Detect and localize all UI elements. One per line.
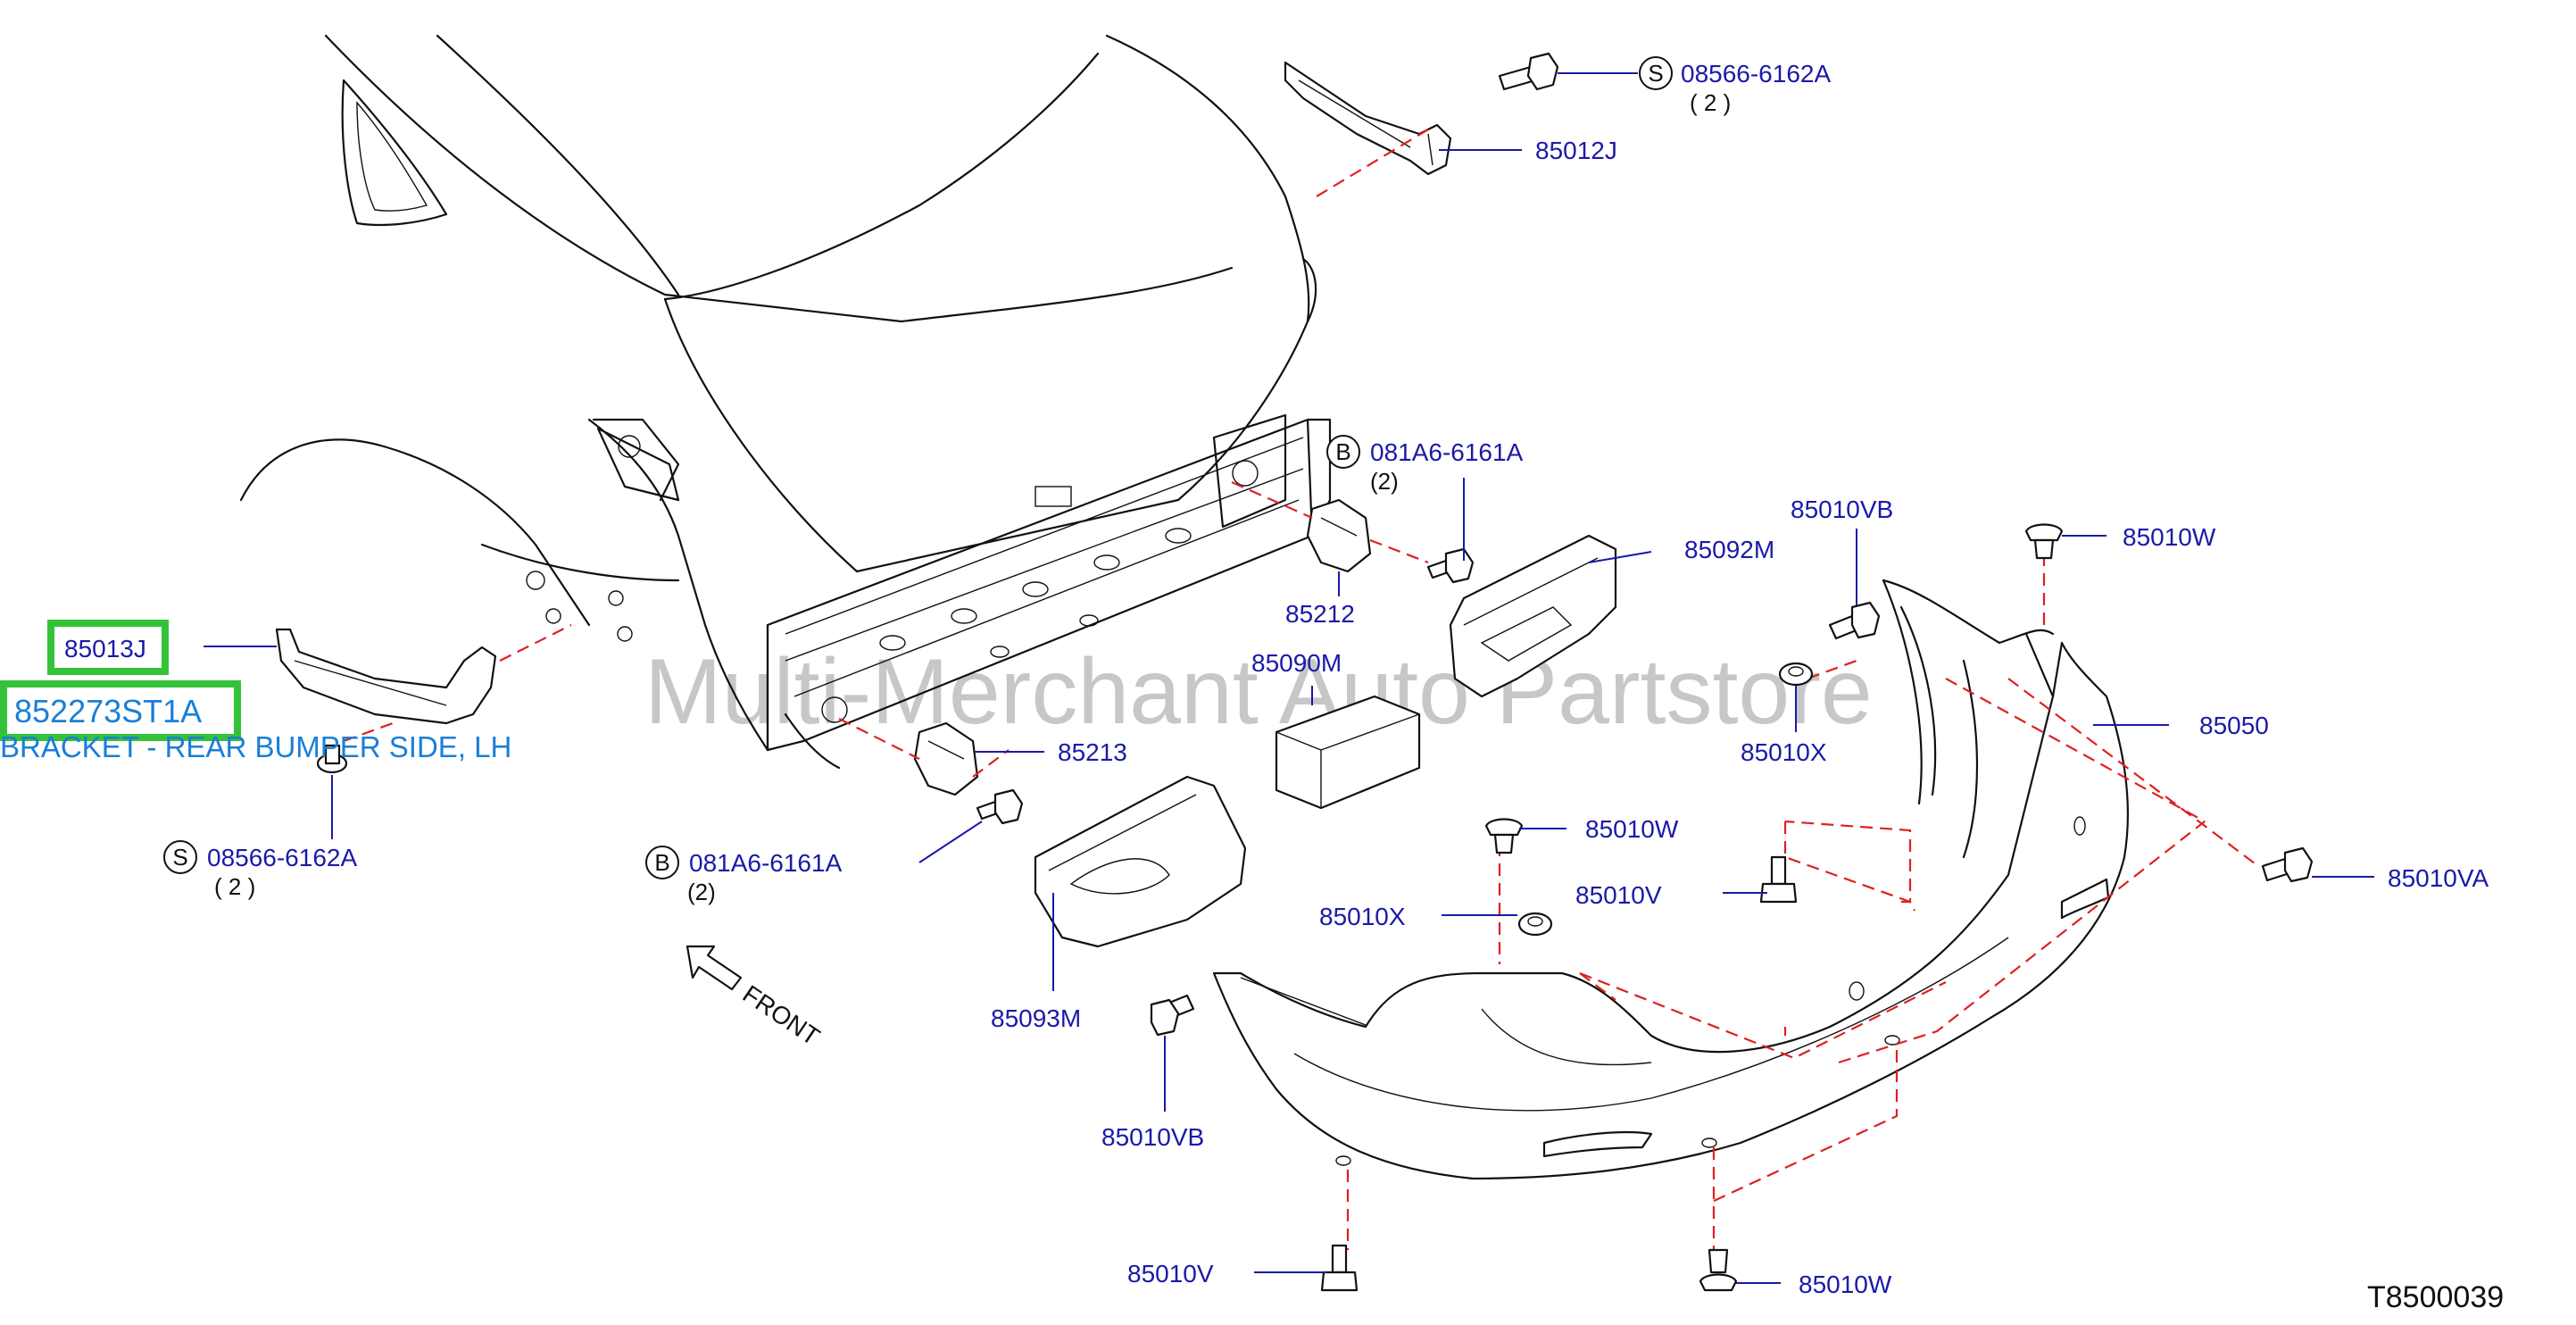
diagram-code: T8500039	[2367, 1280, 2504, 1314]
ref-number-box	[47, 620, 169, 675]
label-85010W-mid[interactable]: 85010W	[1585, 815, 1679, 843]
label-85010W-bottom[interactable]: 85010W	[1799, 1271, 1892, 1298]
bracket-85012J[interactable]	[1284, 61, 1452, 176]
quantity-label: (2)	[1370, 468, 1399, 495]
svg-text:S: S	[1648, 60, 1663, 87]
watermark: Multi-Merchant Auto Partstore	[644, 640, 1873, 744]
label-85010VA[interactable]: 85010VA	[2388, 864, 2489, 892]
clip-85010W-mid[interactable]	[1484, 818, 1524, 854]
clip-85010X-top[interactable]	[1778, 662, 1814, 687]
clip-85010W-bottom[interactable]	[1699, 1248, 1738, 1292]
absorber-85093M[interactable]	[1034, 775, 1247, 948]
bolt-081A6-6161A-top[interactable]	[1426, 547, 1475, 584]
callout-08566-6162A-left[interactable]: S 08566-6162A ( 2 )	[163, 840, 357, 900]
callout-081A6-6161A-top[interactable]: B 081A6-6161A (2)	[1326, 435, 1524, 495]
callout-081A6-6161A-bottom[interactable]: B 081A6-6161A (2)	[645, 846, 843, 905]
bolt-85010VA[interactable]	[2261, 846, 2314, 883]
bolt-85010V-bottom[interactable]	[1320, 1244, 1359, 1292]
label-85010VB-bottom[interactable]: 85010VB	[1101, 1123, 1204, 1151]
leader-lines	[204, 72, 2374, 1284]
label-85010V-bottom[interactable]: 85010V	[1127, 1260, 1214, 1288]
bracket-85212[interactable]	[1306, 498, 1372, 573]
part-number-label[interactable]: 08566-6162A	[1681, 60, 1831, 88]
callout-08566-6162A-top[interactable]: S 08566-6162A ( 2 )	[1639, 56, 1831, 116]
clip-85010W-top[interactable]	[2024, 523, 2064, 560]
svg-text:S: S	[172, 844, 187, 871]
label-85010VB-top[interactable]: 85010VB	[1791, 496, 1893, 523]
bolt-08566-6162A-top[interactable]	[1498, 52, 1559, 91]
label-85010W-top[interactable]: 85010W	[2123, 523, 2216, 551]
label-85010X-top[interactable]: 85010X	[1741, 738, 1827, 766]
label-85050[interactable]: 85050	[2199, 712, 2269, 739]
quantity-label: ( 2 )	[1690, 89, 1731, 116]
quantity-label: ( 2 )	[214, 873, 255, 900]
bracket-85213[interactable]	[913, 721, 979, 796]
label-85010V-mid[interactable]: 85010V	[1575, 881, 1662, 909]
highlighted-part[interactable]: 85013J 852273ST1A BRACKET - REAR BUMPER …	[0, 620, 511, 763]
bolt-08566-6162A-left[interactable]	[316, 744, 348, 774]
bolt-081A6-6161A-bottom[interactable]	[976, 788, 1024, 825]
bolt-85010V-mid[interactable]	[1759, 855, 1798, 904]
front-label: FRONT	[738, 979, 825, 1051]
absorber-85090M[interactable]	[1275, 695, 1421, 810]
clip-85010X-mid[interactable]	[1517, 912, 1553, 937]
bolt-85010VB-top[interactable]	[1828, 601, 1881, 640]
label-85212[interactable]: 85212	[1285, 600, 1355, 628]
label-85010X-mid[interactable]: 85010X	[1319, 903, 1406, 930]
part-number-label[interactable]: 081A6-6161A	[1370, 438, 1524, 466]
quantity-label: (2)	[687, 879, 716, 905]
bumper-fascia-85050[interactable]	[1212, 579, 2130, 1180]
highlighted-part-number[interactable]: 852273ST1A	[14, 693, 202, 729]
label-85213[interactable]: 85213	[1058, 738, 1127, 766]
ref-number-label[interactable]: 85013J	[64, 635, 146, 662]
car-body-outline	[239, 34, 1332, 770]
bracket-85013J[interactable]	[275, 628, 497, 725]
part-description: BRACKET - REAR BUMPER SIDE, LH	[0, 730, 511, 763]
part-labels: 85012J 85092M 85212 85090M 85213 85093M …	[991, 137, 2489, 1298]
label-85090M[interactable]: 85090M	[1251, 649, 1342, 677]
label-85093M[interactable]: 85093M	[991, 1004, 1081, 1032]
front-arrow: FRONT	[686, 945, 825, 1051]
svg-text:B: B	[1335, 438, 1350, 465]
part-number-label[interactable]: 081A6-6161A	[689, 849, 843, 877]
absorber-85092M[interactable]	[1449, 534, 1617, 698]
part-number-label[interactable]: 08566-6162A	[207, 844, 357, 871]
bolt-85010VB-bottom[interactable]	[1150, 994, 1195, 1037]
label-85012J[interactable]: 85012J	[1535, 137, 1617, 164]
label-85092M[interactable]: 85092M	[1684, 536, 1774, 563]
part-number-box	[0, 680, 241, 741]
svg-text:B: B	[654, 849, 669, 876]
